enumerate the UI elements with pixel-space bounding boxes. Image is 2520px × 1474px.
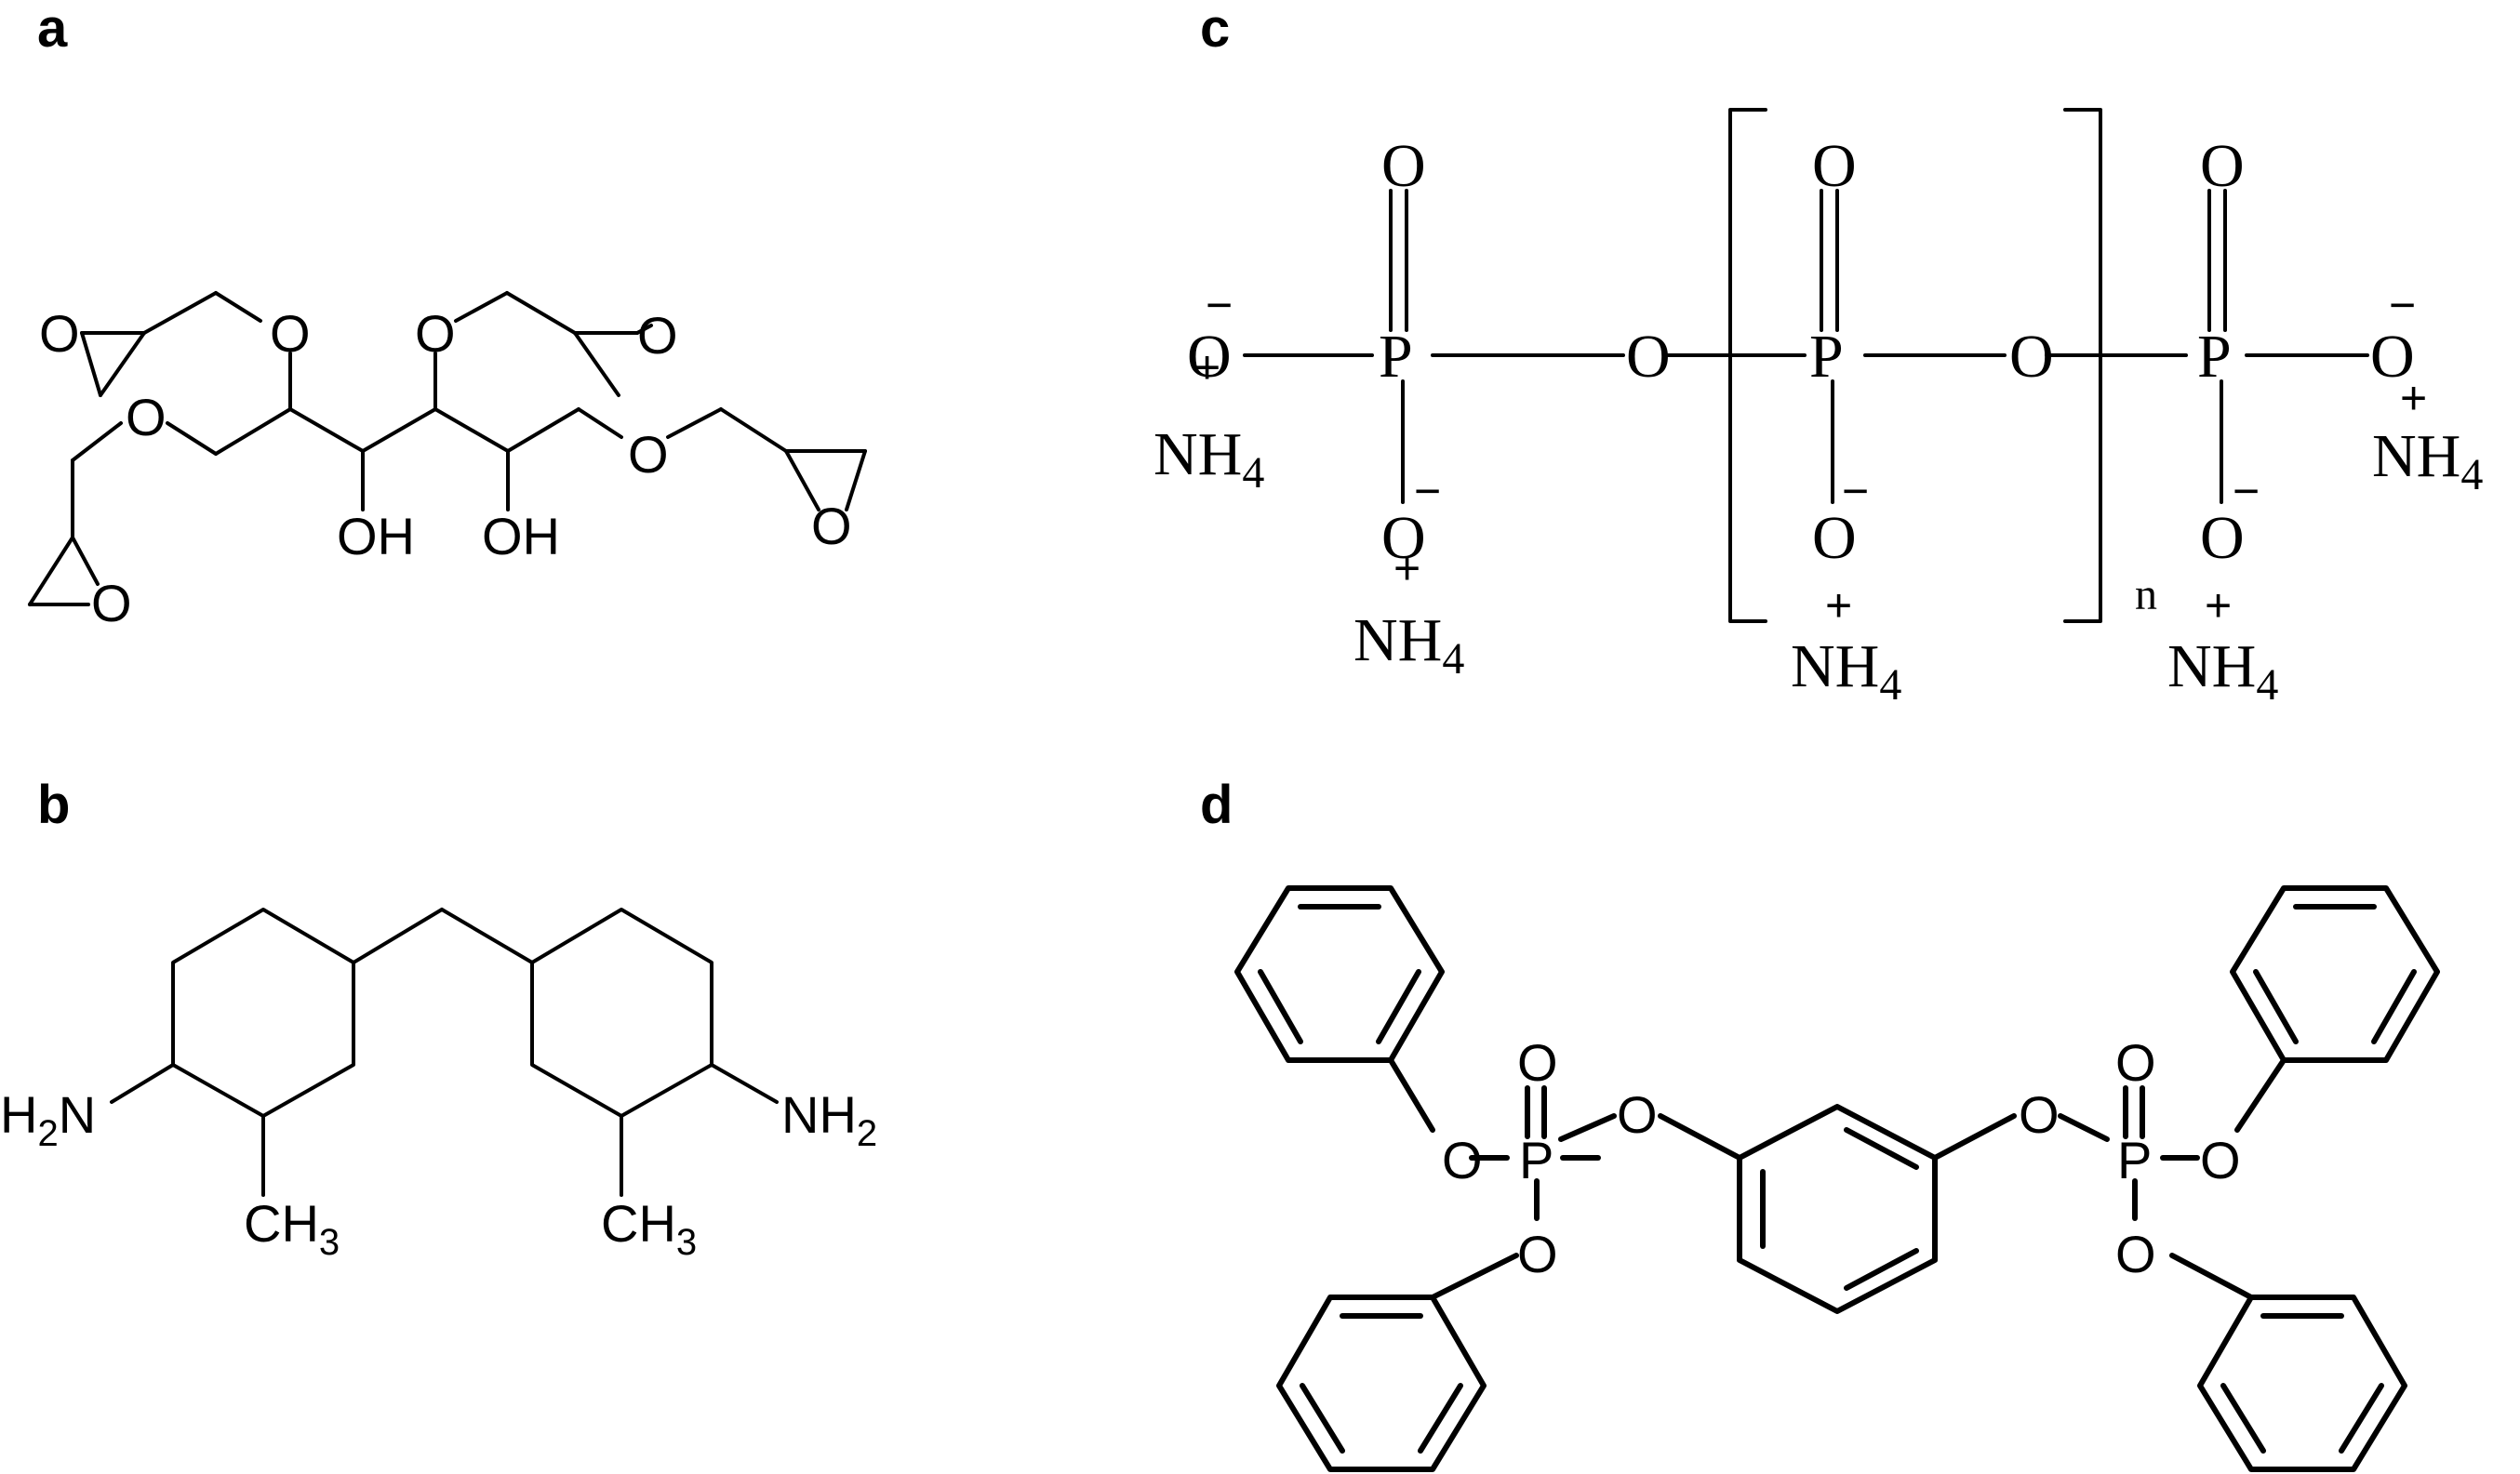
atom-c-o-bottom-left: O — [1381, 504, 1426, 572]
atom-c-p-left: P — [1379, 323, 1413, 391]
atom-c-pos-bottom-left: + — [1393, 542, 1420, 594]
atom-b-nh2-left: H2N — [0, 1085, 96, 1154]
panel-label-d: d — [1200, 775, 1233, 835]
atom-c-nh4-bottom-left: NH4 — [1353, 606, 1464, 684]
atom-c-p-right: P — [2197, 323, 2232, 391]
atom-a-o-epox2: O — [91, 574, 132, 632]
atom-c-o-right: O — [2370, 323, 2415, 391]
atom-c-neg-bottom-mid: − — [1842, 465, 1869, 517]
atom-d-p-left: P — [1519, 1131, 1553, 1189]
atom-c-o-top-left: O — [1381, 132, 1426, 200]
atom-d-o-phenoxy-br: O — [2115, 1225, 2156, 1283]
structure-c-bonds — [1243, 108, 2369, 623]
panel-d: d — [1200, 775, 2440, 1472]
atom-d-o-phenoxy-tr: O — [2200, 1131, 2241, 1189]
atom-a-o-ether4: O — [628, 425, 669, 484]
atom-d-o-dbl-left: O — [1517, 1033, 1558, 1092]
atom-a-o-epox3: O — [637, 306, 678, 365]
structure-a-bonds — [28, 291, 867, 606]
atom-c-o-bottom-mid: O — [1812, 504, 1857, 572]
atom-c-pos-bottom-mid: + — [1825, 579, 1852, 631]
panel-label-a: a — [37, 0, 68, 59]
atom-a-o-ether1: O — [270, 304, 311, 363]
atom-c-pos-bottom-right: + — [2205, 579, 2232, 631]
atom-d-o-aryl-left: O — [1617, 1085, 1658, 1144]
atom-c-nh4-left: NH4 — [1153, 420, 1264, 498]
atom-a-o-ether3: O — [415, 304, 456, 363]
atom-c-neg-bottom-left: − — [1414, 465, 1441, 517]
atom-a-oh1: OH — [337, 507, 415, 565]
panel-b: b H2N CH3 NH2 CH3 — [0, 775, 877, 1263]
atom-c-nh4-right: NH4 — [2372, 422, 2483, 499]
atom-c-nh4-bottom-right: NH4 — [2167, 632, 2278, 710]
atom-c-neg-left: − — [1206, 279, 1233, 331]
atom-d-o-phenoxy-tl: O — [1442, 1131, 1483, 1189]
atom-c-neg-right: − — [2389, 279, 2416, 331]
atom-d-o-aryl-right: O — [2019, 1085, 2060, 1144]
structure-b-atoms: H2N CH3 NH2 CH3 — [0, 1085, 877, 1263]
structure-b-bonds — [110, 908, 779, 1197]
atom-c-o-bridge2: O — [2009, 323, 2054, 391]
panel-label-c: c — [1200, 0, 1230, 59]
atom-d-p-right: P — [2117, 1131, 2152, 1189]
atom-b-nh2-right: NH2 — [781, 1085, 877, 1154]
atom-a-oh2: OH — [482, 507, 560, 565]
panel-a: a — [28, 0, 867, 632]
atom-c-pos-left: + — [1193, 341, 1220, 393]
atom-c-p-mid: P — [1809, 323, 1844, 391]
atom-d-o-dbl-right: O — [2115, 1033, 2156, 1092]
atom-c-o-top-right: O — [2200, 132, 2245, 200]
panel-label-b: b — [37, 775, 70, 835]
structure-d-bonds — [1234, 885, 2440, 1472]
atom-c-pos-right: + — [2400, 372, 2427, 424]
atom-b-ch3-left: CH3 — [244, 1194, 340, 1263]
atom-d-o-phenoxy-bl: O — [1517, 1225, 1558, 1283]
structure-a-atoms: O O O O O O O O OH OH — [39, 304, 852, 632]
atom-c-neg-bottom-right: − — [2233, 465, 2260, 517]
atom-a-o-epox1: O — [39, 304, 80, 363]
atom-c-o-bottom-right: O — [2200, 504, 2245, 572]
atom-b-ch3-right: CH3 — [601, 1194, 697, 1263]
atom-a-o-ether2: O — [126, 388, 167, 446]
atom-a-o-epox4: O — [811, 497, 852, 555]
structure-d-atoms: O O P O O O O P O O — [1442, 1033, 2241, 1283]
structure-c-atoms: O P O − + NH4 O − + NH4 O O P O − + NH4 … — [1153, 132, 2483, 710]
atom-c-o-bridge1: O — [1626, 323, 1671, 391]
repeat-n: n — [2135, 570, 2157, 619]
atom-c-o-left: O — [1187, 323, 1232, 391]
panel-c: c O P O — [1153, 0, 2483, 710]
atom-c-o-top-mid: O — [1812, 132, 1857, 200]
atom-c-nh4-bottom-mid: NH4 — [1791, 632, 1901, 710]
